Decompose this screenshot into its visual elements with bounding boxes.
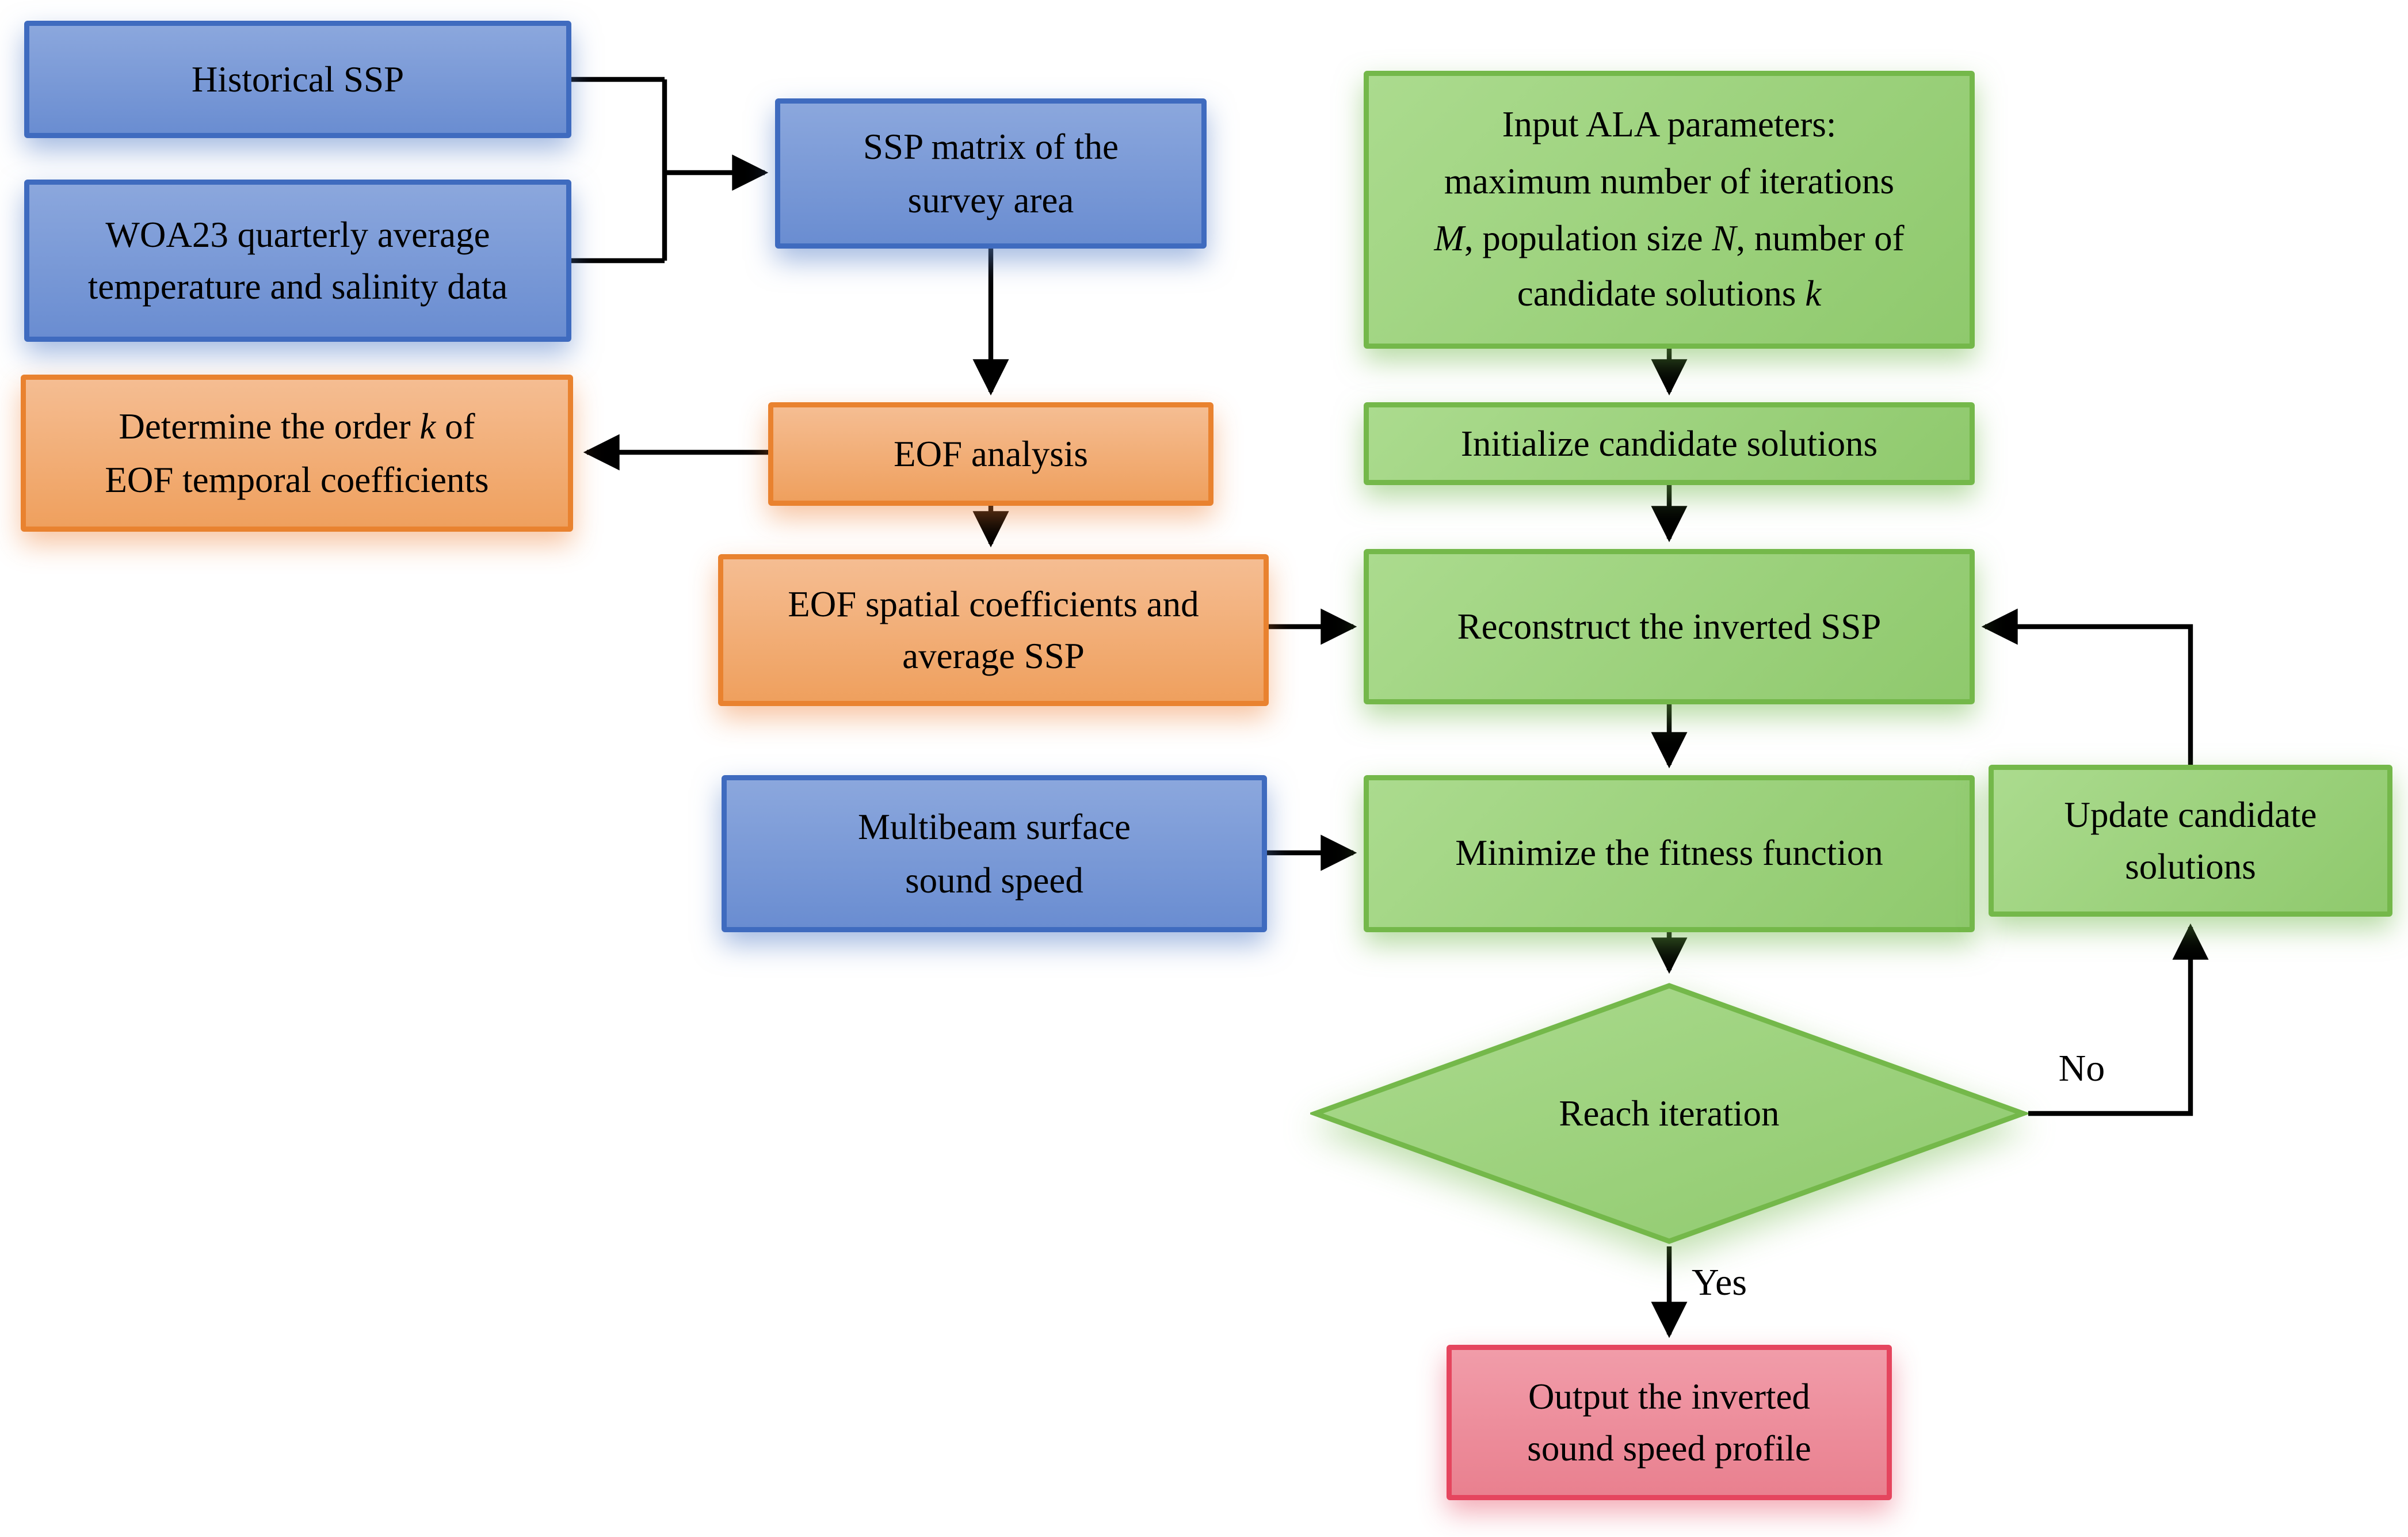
node-reconstruct-ssp: Reconstruct the inverted SSP — [1364, 549, 1975, 704]
edge-decision-no-to-update — [2028, 923, 2209, 1116]
node-output-line2: sound speed profile — [1527, 1428, 1811, 1469]
node-minimize-fitness: Minimize the fitness function — [1364, 775, 1975, 932]
node-decision-label: Reach iteration — [1559, 1092, 1780, 1134]
node-multibeam-line1: Multibeam surface — [857, 806, 1131, 848]
node-reconstruct-label: Reconstruct the inverted SSP — [1457, 605, 1882, 647]
node-initialize-label: Initialize candidate solutions — [1460, 422, 1878, 464]
node-woa23-line2: temperature and salinity data — [87, 266, 508, 307]
node-multibeam-line2: sound speed — [905, 859, 1083, 901]
node-ssp-matrix: SSP matrix of the survey area — [775, 98, 1207, 249]
node-input-ala-line1: Input ALA parameters: — [1502, 104, 1837, 146]
node-update-solutions: Update candidate solutions — [1989, 765, 2392, 917]
node-eof-analysis: EOF analysis — [768, 402, 1213, 506]
node-update-line1: Update candidate — [2064, 793, 2317, 835]
node-output-line1: Output the inverted — [1528, 1375, 1810, 1417]
node-input-ala-line2: maximum number of iterations — [1444, 160, 1895, 202]
node-initialize-solutions: Initialize candidate solutions — [1364, 402, 1975, 485]
node-eof-spatial-line1: EOF spatial coefficients and — [788, 582, 1199, 624]
node-input-ala-line3: M, population size N, number of — [1434, 216, 1905, 258]
node-ssp-matrix-line1: SSP matrix of the — [863, 126, 1119, 168]
decision-diamond-shape — [1310, 983, 2028, 1244]
edge-label-yes: Yes — [1692, 1260, 1747, 1303]
node-input-ala-parameters: Input ALA parameters: maximum number of … — [1364, 71, 1975, 349]
node-determine-line2: EOF temporal coefficients — [105, 458, 489, 500]
var-n: N — [1712, 216, 1737, 258]
node-eof-spatial: EOF spatial coefficients and average SSP — [718, 554, 1269, 706]
node-determine-order-k: Determine the order k of EOF temporal co… — [21, 375, 573, 532]
edge-label-no: No — [2058, 1046, 2105, 1089]
node-minimize-label: Minimize the fitness function — [1455, 832, 1883, 874]
edge-update-to-reconstruct — [1981, 608, 2193, 765]
node-eof-analysis-label: EOF analysis — [894, 433, 1088, 475]
var-k2: k — [1805, 273, 1822, 315]
node-historical-ssp: Historical SSP — [24, 21, 571, 138]
node-woa23-data: WOA23 quarterly average temperature and … — [24, 180, 571, 342]
node-output-profile: Output the inverted sound speed profile — [1447, 1345, 1892, 1500]
node-input-ala-line4: candidate solutions k — [1517, 273, 1822, 315]
node-woa23-line1: WOA23 quarterly average — [105, 213, 490, 255]
var-m: M — [1434, 216, 1464, 258]
node-eof-spatial-line2: average SSP — [902, 635, 1085, 677]
node-decision-reach-iteration: Reach iteration — [1310, 981, 2028, 1246]
node-update-line2: solutions — [2125, 846, 2256, 887]
node-multibeam: Multibeam surface sound speed — [722, 775, 1267, 932]
node-ssp-matrix-line2: survey area — [907, 178, 1074, 220]
node-determine-line1: Determine the order k of — [119, 406, 475, 448]
node-historical-ssp-label: Historical SSP — [191, 58, 404, 100]
var-k: k — [419, 406, 436, 448]
